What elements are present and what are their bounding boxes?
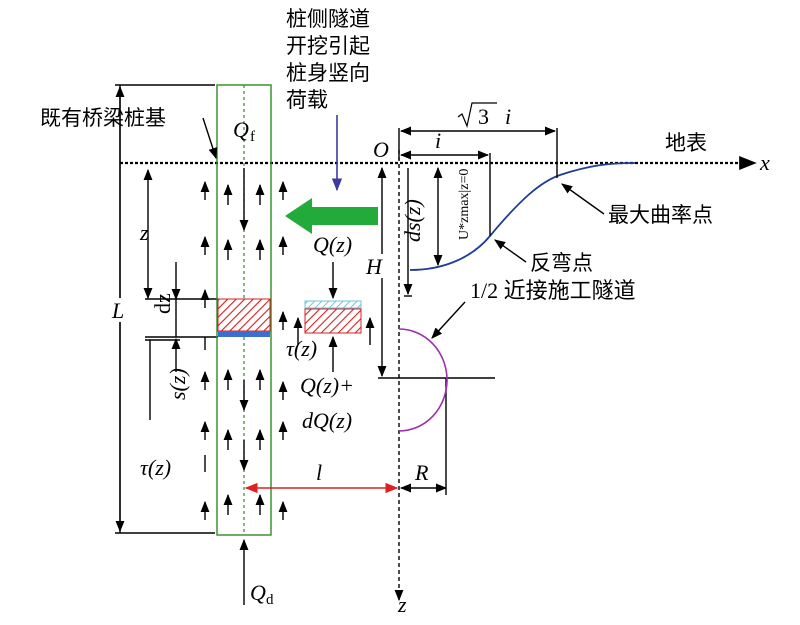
i-label: i — [435, 128, 441, 153]
dsz-label: ds(z) — [400, 199, 425, 242]
svg-text:开挖引起: 开挖引起 — [286, 34, 370, 58]
sqrt3i-label: 3 i — [457, 102, 511, 129]
origin-label: O — [373, 137, 389, 162]
x-axis-label: x — [759, 150, 770, 175]
svg-text:桩侧隧道: 桩侧隧道 — [286, 7, 370, 31]
inner-friction-arrows — [223, 183, 265, 515]
R-label: R — [414, 460, 429, 485]
Qz-plus-label: Q(z)+ — [300, 373, 354, 398]
dQz-label: dQ(z) — [302, 408, 352, 433]
Qf-subscript: f — [250, 129, 255, 145]
tau-element-label: τ(z) — [286, 336, 317, 361]
L-label: L — [111, 298, 124, 323]
tunnel-load-label: 桩侧隧道 开挖引起 桩身竖向 荷载 — [286, 7, 370, 112]
dz-label: dz — [150, 293, 175, 314]
inflection-label: 反弯点 — [530, 251, 593, 275]
z-axis-label: z — [397, 592, 407, 617]
settlement-curve — [409, 162, 636, 271]
pile-element-blue-band — [218, 331, 270, 337]
near-tunnel-label: 1/2 近接施工隧道 — [470, 278, 636, 303]
Qz-label: Q(z) — [313, 232, 352, 257]
sz-label: s(z) — [165, 368, 190, 400]
Qf-label: Q — [233, 117, 249, 142]
ground-surface-label: 地表 — [665, 131, 707, 155]
z-depth-label: z — [139, 220, 149, 245]
svg-text:荷载: 荷载 — [286, 88, 328, 112]
H-label: H — [365, 254, 383, 279]
svg-text:3: 3 — [478, 104, 489, 129]
tau-pile-label: τ(z) — [140, 455, 171, 480]
max-curvature-pointer — [561, 183, 605, 215]
element-hatch — [304, 308, 362, 334]
existing-pile-pointer — [202, 117, 218, 160]
Qd-subscript: d — [266, 592, 274, 608]
element-cyan-layer — [304, 300, 362, 309]
l-label: l — [316, 460, 322, 485]
near-tunnel-pointer — [431, 301, 466, 339]
existing-pile-label: 既有桥梁桩基 — [40, 106, 166, 130]
pile-element-hatch — [217, 298, 271, 332]
max-curvature-label: 最大曲率点 — [608, 203, 713, 227]
inflection-pointer — [494, 239, 527, 263]
tunnel-load-arrow — [285, 198, 378, 234]
Qd-label: Q — [250, 580, 266, 605]
svg-text:i: i — [505, 104, 511, 129]
svg-text:桩身竖向: 桩身竖向 — [286, 61, 370, 85]
tunnel-half-circle — [398, 328, 448, 432]
uzmax-label: U*zmax|z=0 — [457, 169, 472, 240]
